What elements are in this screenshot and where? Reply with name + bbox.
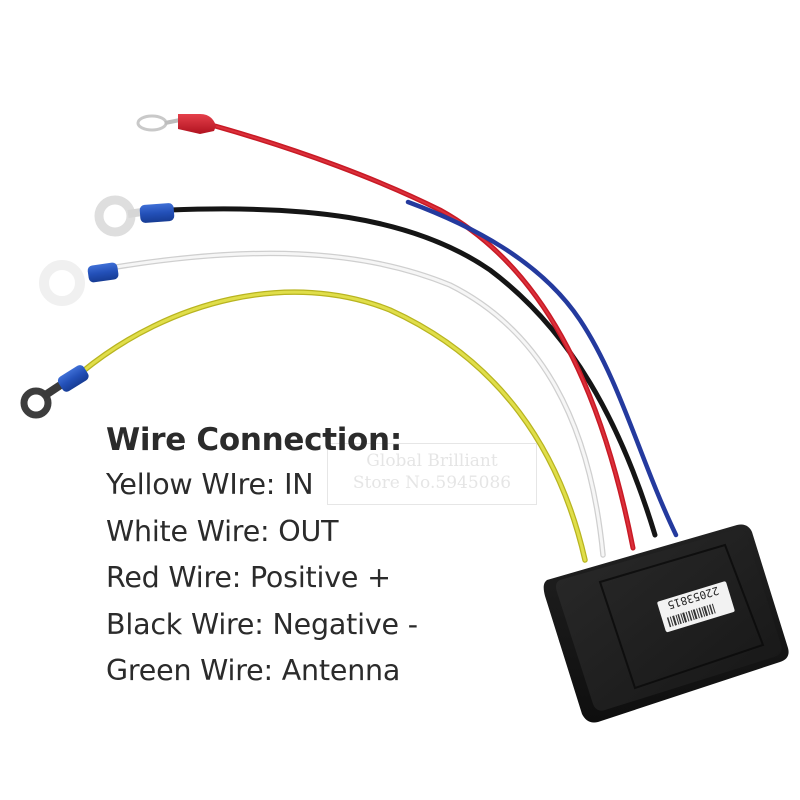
ring-terminal-red	[136, 114, 216, 134]
wire-white	[107, 250, 606, 558]
legend-line-white: White Wire: OUT	[106, 514, 339, 548]
legend-heading: Wire Connection:	[106, 422, 402, 458]
legend-line-green: Green Wire: Antenna	[106, 654, 401, 687]
ring-terminal-white	[39, 260, 119, 306]
watermark-line-1: Global Brilliant	[366, 451, 498, 471]
wire-blue-antenna	[405, 199, 679, 538]
wire-yellow	[79, 289, 588, 563]
store-watermark: Global Brilliant Store No.5945086	[327, 443, 537, 505]
ring-terminal-yellow	[20, 365, 89, 419]
wire-connection-legend: Wire Connection: Yellow WIre: IN White W…	[106, 418, 418, 695]
watermark-line-2: Store No.5945086	[352, 473, 512, 493]
legend-line-black: Black Wire: Negative -	[106, 607, 418, 641]
receiver-module: 22053815	[543, 524, 789, 723]
barcode	[666, 603, 716, 628]
ring-terminal-black	[94, 195, 175, 237]
legend-line-red: Red Wire: Positive +	[106, 561, 391, 594]
legend-line-yellow: Yellow WIre: IN	[106, 468, 314, 501]
wire-black	[167, 206, 658, 538]
